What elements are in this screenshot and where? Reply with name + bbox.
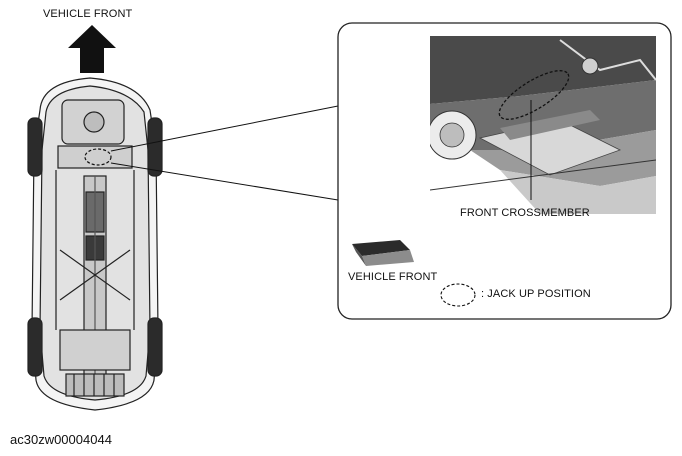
jack-up-position-legend-label: : JACK UP POSITION bbox=[481, 288, 591, 300]
vehicle-front-label: VEHICLE FRONT bbox=[43, 8, 133, 20]
detail-jack-up-marker bbox=[498, 70, 570, 120]
leader-line-bottom bbox=[110, 162, 339, 201]
vehicle-underbody bbox=[27, 77, 163, 411]
vehicle-front-arrow-icon bbox=[68, 25, 116, 73]
detail-vehicle-front-label: VEHICLE FRONT bbox=[348, 271, 438, 283]
figure-id: ac30zw00004044 bbox=[10, 432, 112, 447]
detail-vehicle-front-arrow-icon bbox=[352, 240, 414, 266]
detail-illustration bbox=[430, 36, 656, 214]
front-crossmember-label: FRONT CROSSMEMBER bbox=[460, 207, 590, 219]
leader-line-top bbox=[110, 105, 339, 152]
legend-jack-up-icon bbox=[440, 283, 476, 307]
jack-up-position-marker bbox=[84, 148, 112, 166]
